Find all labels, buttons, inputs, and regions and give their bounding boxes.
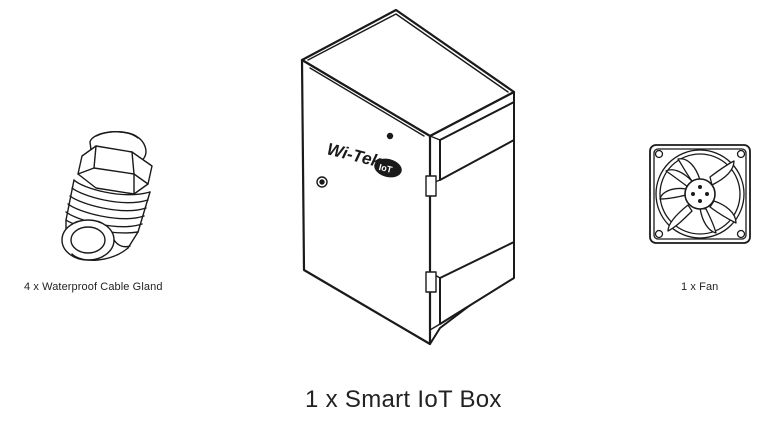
cable-gland-icon: [61, 131, 153, 261]
fan-caption: 1 x Fan: [681, 281, 719, 293]
cable-gland-caption: 4 x Waterproof Cable Gland: [24, 281, 163, 293]
enclosure-box-icon: Wi-Tek IoT: [300, 8, 516, 346]
svg-text:IoT: IoT: [378, 162, 394, 175]
iot-box-caption: 1 x Smart IoT Box: [305, 386, 502, 413]
cooling-fan-icon: [649, 144, 751, 244]
